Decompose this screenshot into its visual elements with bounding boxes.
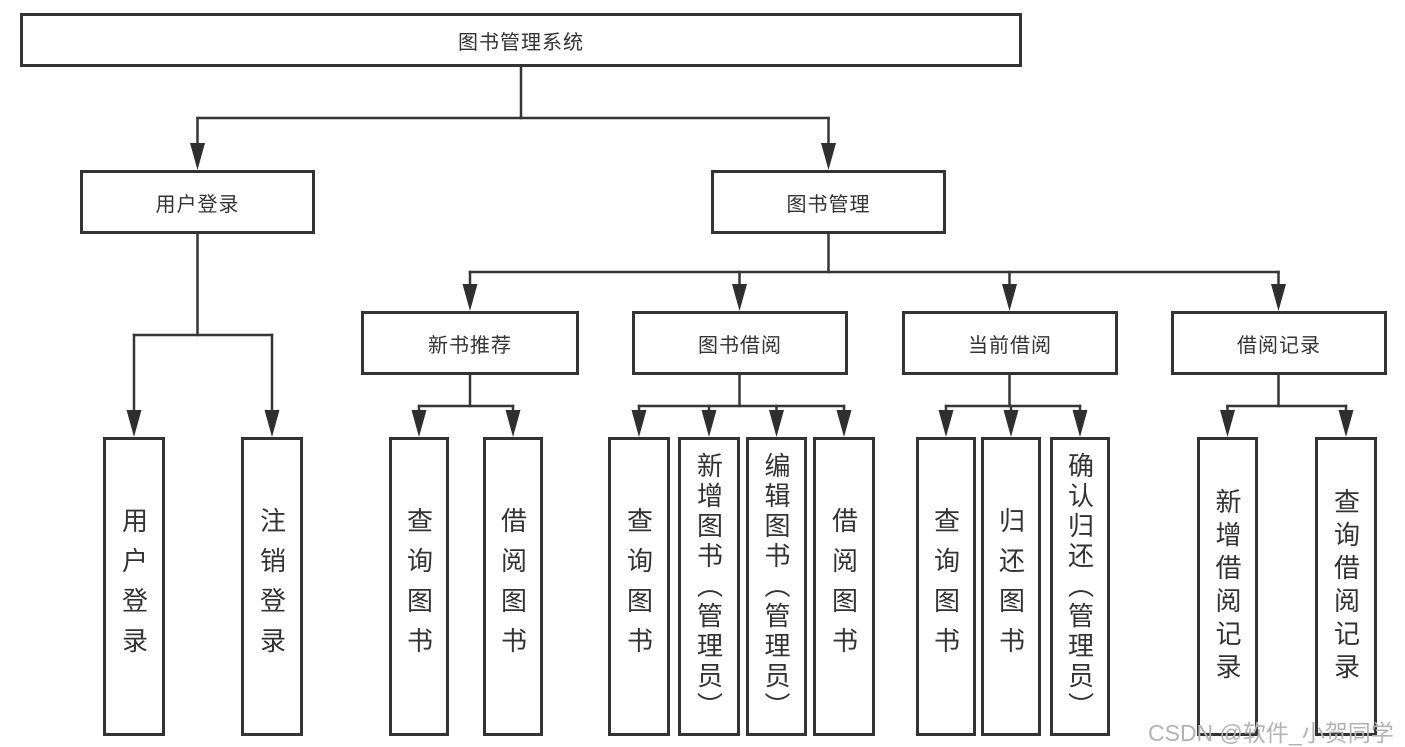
arrowhead [1072,410,1088,437]
leaf-current-query-books: 查询图书 [916,437,976,736]
leaf-user-login: 用户登录 [103,437,165,736]
node-label: 新增图书（管理员） [693,451,724,722]
connector-borrowing-records-to-leaves [1220,373,1354,437]
leaf-borrowing-query-books: 查询图书 [608,437,670,736]
node-label: 图书管理 [786,193,871,216]
arrowhead [462,284,478,311]
node-label: 新书推荐 [428,334,512,357]
arrowhead [732,284,747,311]
node-book-borrowing: 图书借阅 [632,311,848,375]
node-library-management-system: 图书管理系统 [20,13,1022,67]
connector-root-to-branches [190,65,836,170]
leaf-borrowing-edit-books-admin: 编辑图书（管理员） [746,437,807,736]
leaf-current-return-books: 归还图书 [981,437,1041,736]
node-label: 编辑图书（管理员） [761,451,791,722]
arrowhead [411,410,427,437]
node-label: 借阅记录 [1237,334,1321,357]
connector-new-book-recommend-to-leaves [411,373,521,437]
leaf-current-confirm-return-admin: 确认归还（管理员） [1050,437,1110,736]
node-label: 查询图书 [403,506,434,667]
node-label: 归还图书 [995,506,1026,667]
arrowhead [1002,284,1017,311]
node-label: 查询借阅记录 [1330,487,1361,686]
leaf-borrowing-add-books-admin: 新增图书（管理员） [678,437,740,736]
arrowhead [1220,410,1235,437]
csdn-watermark: CSDN @软件_小贺同学 [1148,720,1394,746]
node-label: 查询图书 [623,506,654,667]
leaf-borrowing-borrow-books: 借阅图书 [813,437,875,736]
leaf-newrec-borrow-books: 借阅图书 [483,437,543,736]
arrowhead [1338,410,1354,437]
node-book-management-branch: 图书管理 [711,170,946,234]
connector-book-management-to-sections [462,231,1286,311]
leaf-logout: 注销登录 [241,437,303,736]
arrowhead [631,410,647,437]
arrowhead [264,410,280,437]
node-new-book-recommend: 新书推荐 [361,311,579,375]
leaf-records-add-record: 新增借阅记录 [1197,437,1258,736]
leaf-newrec-query-books: 查询图书 [389,437,449,736]
arrowhead [836,410,852,437]
node-current-borrowing: 当前借阅 [902,311,1118,375]
node-label: 用户登录 [155,193,240,216]
arrowhead [701,410,717,437]
leaf-records-query-record: 查询借阅记录 [1315,437,1377,736]
connector-current-borrowing-to-leaves [938,373,1088,437]
connector-user-login-to-leaves [126,231,280,437]
arrowhead [190,143,205,170]
connector-book-borrowing-to-leaves [631,373,852,437]
arrowhead [938,410,954,437]
arrowhead [505,410,521,437]
node-borrowing-records: 借阅记录 [1171,311,1387,375]
node-label: 注销登录 [256,506,287,667]
node-label: 新增借阅记录 [1212,487,1242,686]
node-label: 图书管理系统 [458,31,584,54]
node-label: 借阅图书 [828,506,859,667]
arrowhead [821,143,836,170]
node-label: 确认归还（管理员） [1064,451,1095,722]
node-label: 用户登录 [118,506,149,667]
node-label: 查询图书 [930,506,961,667]
node-user-login-branch: 用户登录 [80,170,315,234]
node-label: 当前借阅 [968,334,1052,357]
node-label: 借阅图书 [497,506,528,667]
arrowhead [1271,284,1286,311]
arrowhead [769,410,784,437]
node-label: 图书借阅 [698,334,782,357]
arrowhead [126,410,142,437]
arrowhead [1003,410,1019,437]
